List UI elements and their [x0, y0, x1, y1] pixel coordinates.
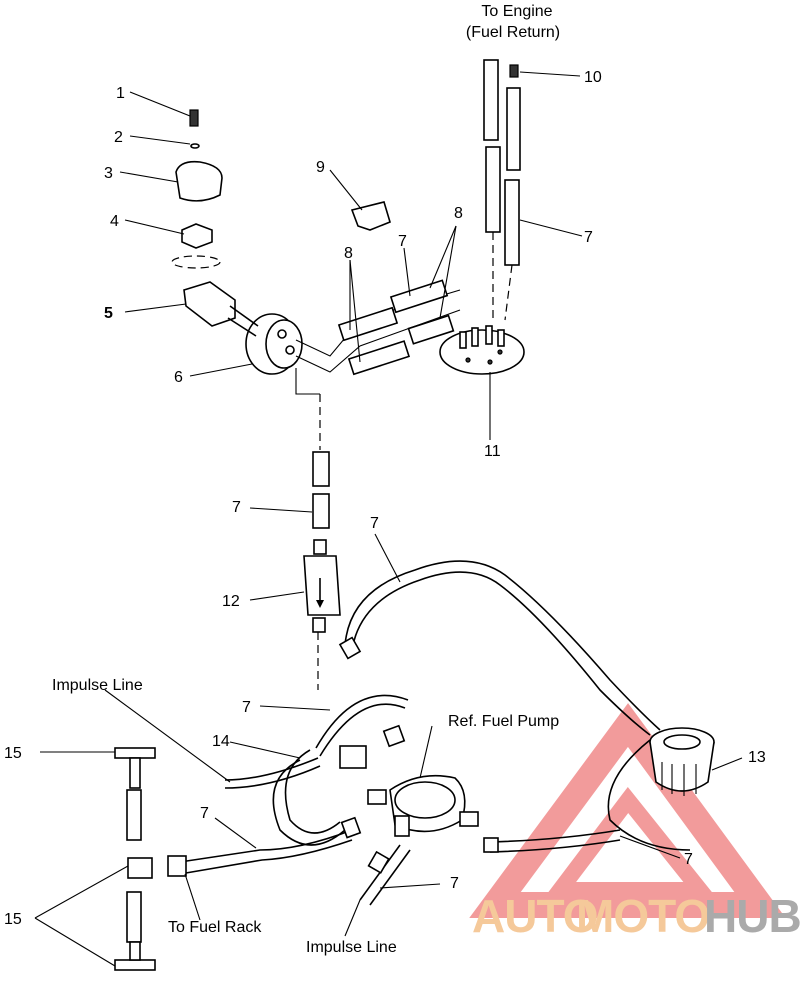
fuel-filter-13: [607, 727, 715, 851]
hose-7-lower: [312, 493, 330, 529]
leader-lines: [34, 71, 743, 967]
watermark-hub: HUB: [704, 890, 800, 942]
fitting-10: [509, 64, 519, 78]
part-number-8-left: 8: [344, 245, 353, 262]
part-number-7-impulse: 7: [450, 875, 459, 892]
return-hose-upper-right: [506, 87, 521, 171]
hose-7-upper: [312, 451, 330, 487]
pickup-plate-11: [439, 325, 525, 375]
ref-fuel-pump-label: Ref. Fuel Pump: [448, 713, 559, 730]
valve-5: [183, 281, 236, 327]
part-number-2: 2: [114, 129, 123, 146]
fuel-return-lines: [483, 59, 521, 321]
impulse-line-top-label: Impulse Line: [52, 677, 143, 694]
part-number-labels: 1 2 3 4 5 6 9 8 7 8 7 10 11 7 7 12 13 7 …: [4, 69, 766, 928]
fuel-return-label: (Fuel Return): [466, 24, 560, 41]
watermark-text: AUTO MOTO HUB: [472, 890, 800, 942]
main-fuel-hose: [338, 560, 661, 736]
nut-4: [181, 223, 213, 249]
tee-fittings-15: [114, 747, 156, 971]
watermark-auto: AUTO: [472, 890, 598, 942]
part-number-9: 9: [316, 159, 325, 176]
part-number-4: 4: [110, 213, 119, 230]
return-hose-upper-left: [483, 59, 499, 141]
part-number-14: 14: [212, 733, 230, 750]
to-engine-label: To Engine: [481, 3, 552, 20]
inline-filter-12: [303, 451, 341, 690]
part-number-11: 11: [484, 443, 501, 460]
part-number-15-top: 15: [4, 745, 22, 762]
callout-labels: To Engine (Fuel Return) Impulse Line Ref…: [52, 3, 560, 956]
part-number-7-filter: 7: [232, 499, 241, 516]
watermark-inner-triangle: [543, 786, 717, 898]
part-number-7-hose: 7: [370, 515, 379, 532]
screw-1: [189, 109, 199, 127]
watermark-triangle: [469, 703, 786, 918]
to-fuel-rack-label: To Fuel Rack: [168, 919, 262, 936]
part-number-15-bottom: 15: [4, 911, 22, 928]
part-number-7-mid: 7: [398, 233, 407, 250]
watermark-moto: MOTO: [576, 890, 709, 942]
part-number-3: 3: [104, 165, 113, 182]
fuel-pump: [367, 774, 479, 837]
part-number-12: 12: [222, 593, 240, 610]
cap-3: [175, 160, 223, 202]
part-number-7-rack: 7: [200, 805, 209, 822]
part-number-7-top-right: 7: [584, 229, 593, 246]
part-number-5: 5: [104, 305, 113, 322]
hoses-8: [337, 279, 455, 376]
clip-9: [350, 201, 391, 231]
filter-12: [303, 555, 341, 616]
part-number-6: 6: [174, 369, 183, 386]
fuel-cap-assembly: [171, 109, 461, 395]
impulse-line-bottom-label: Impulse Line: [306, 939, 397, 956]
watermark-logo: [469, 703, 786, 918]
return-hose-lower-right: [504, 179, 520, 266]
washer-2: [190, 143, 200, 149]
return-hose-lower-left: [485, 146, 501, 233]
part-number-7-loop: 7: [242, 699, 251, 716]
part-number-8-right: 8: [454, 205, 463, 222]
impulse-hoses: [167, 694, 621, 906]
part-number-7-tank: 7: [684, 851, 693, 868]
part-number-1: 1: [116, 85, 125, 102]
part-number-10: 10: [584, 69, 602, 86]
part-number-13: 13: [748, 749, 766, 766]
